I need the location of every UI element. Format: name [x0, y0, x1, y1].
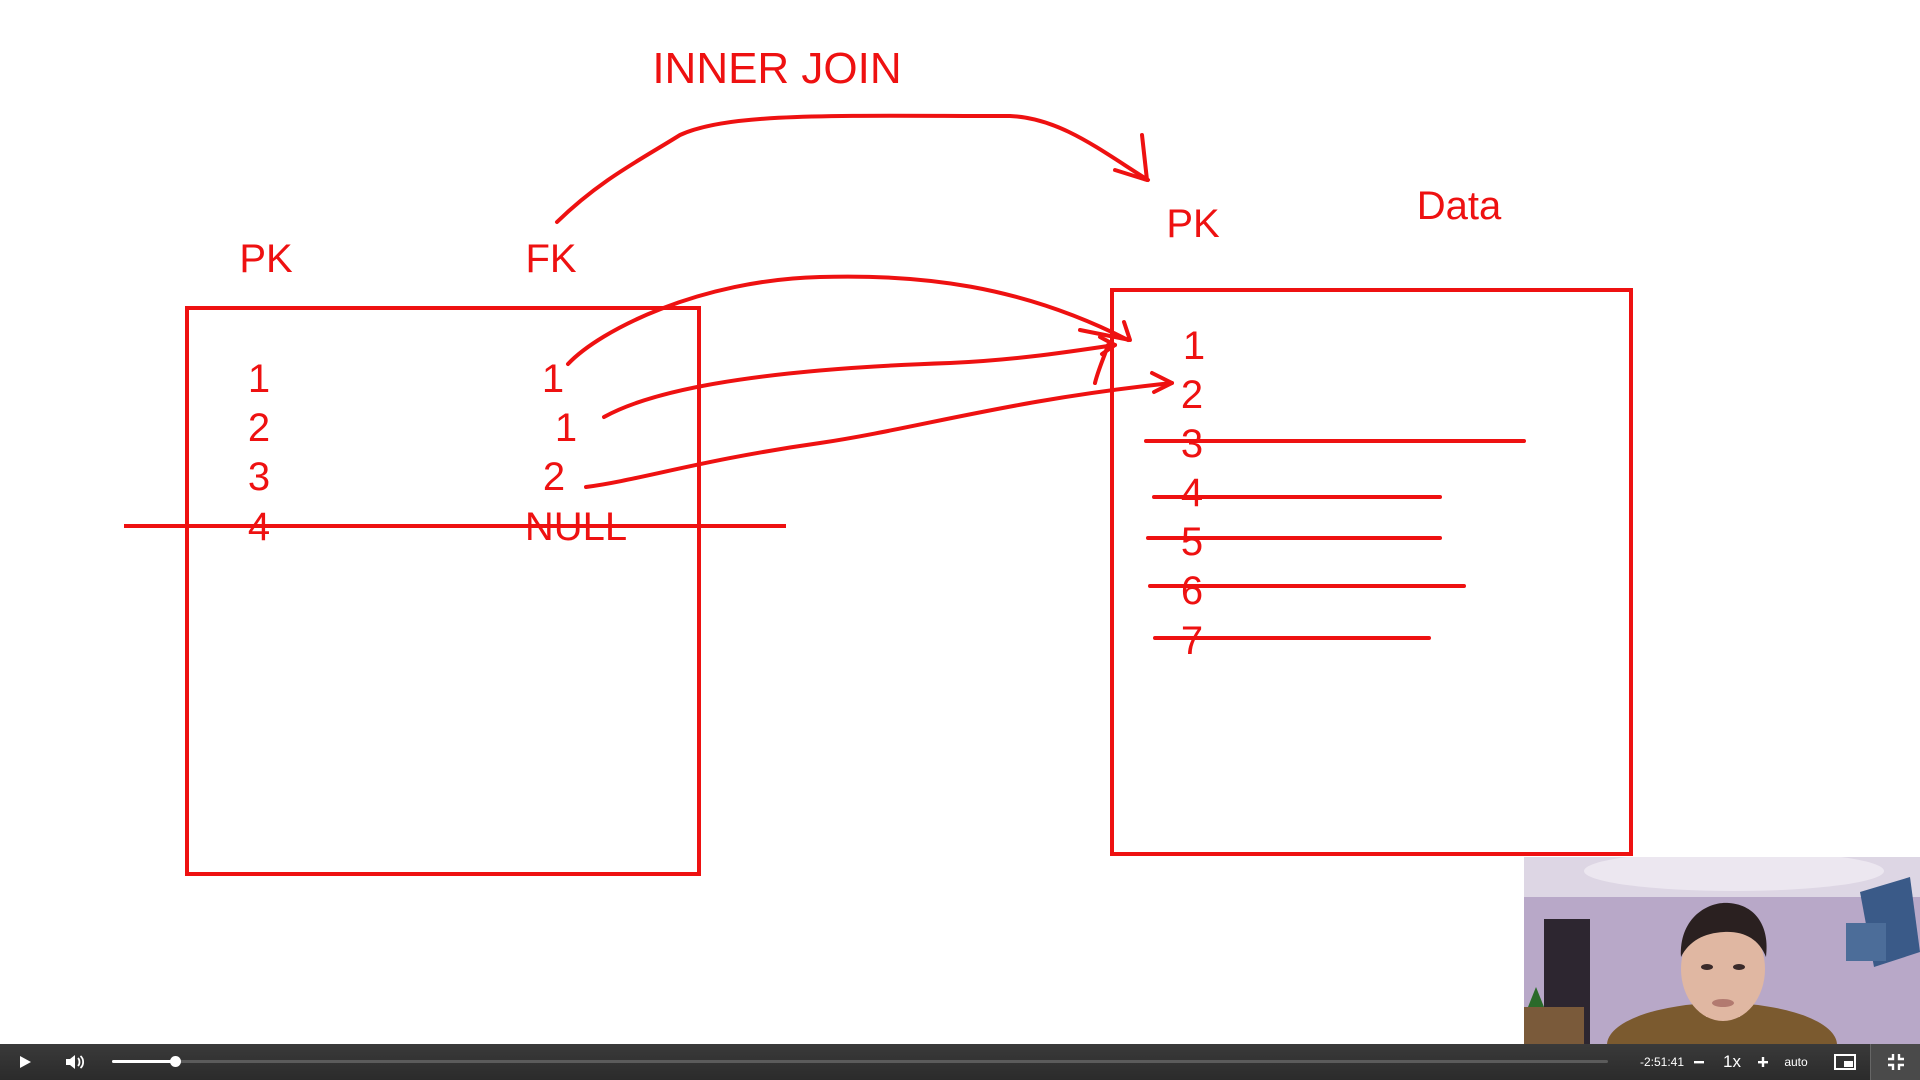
left-fk-value: 2: [543, 455, 565, 499]
left-pk-column: 1 2 3 4: [248, 357, 270, 549]
left-pk-value: 1: [248, 357, 270, 401]
left-fk-value: 1: [542, 357, 564, 401]
volume-button[interactable]: [58, 1044, 92, 1080]
play-icon: [20, 1056, 31, 1068]
right-pk-value: 2: [1181, 373, 1203, 417]
left-fk-value: 1: [555, 406, 577, 450]
right-pk-header: PK: [1166, 202, 1220, 246]
seek-bar-progress: [112, 1060, 175, 1063]
picture-in-picture-icon: [1834, 1054, 1856, 1070]
right-data-header: Data: [1417, 184, 1502, 228]
left-pk-value: 2: [248, 406, 270, 450]
right-row-strikethroughs: [1144, 439, 1526, 640]
left-fk-header: FK: [525, 237, 576, 281]
presenter-video: [1524, 857, 1920, 1045]
volume-icon: [66, 1055, 85, 1069]
time-remaining: -2:51:41: [1639, 1055, 1685, 1069]
right-table-box: [1110, 288, 1633, 856]
picture-in-picture-button[interactable]: [1828, 1044, 1862, 1080]
speed-decrease-button[interactable]: [1690, 1044, 1708, 1080]
speed-increase-button[interactable]: [1754, 1044, 1772, 1080]
right-pk-value: 3: [1181, 422, 1203, 466]
right-pk-value: 7: [1181, 619, 1203, 663]
right-pk-column: 1 2 3 4 5 6 7: [1181, 324, 1205, 663]
right-pk-value: 6: [1181, 569, 1203, 613]
join-arrow: [555, 113, 1150, 224]
left-table-box: [185, 306, 701, 876]
seek-bar-handle[interactable]: [169, 1056, 181, 1067]
minus-icon: [1694, 1061, 1704, 1064]
right-pk-value: 4: [1181, 471, 1203, 515]
right-pk-value: 5: [1181, 520, 1203, 564]
quality-selector[interactable]: auto: [1784, 1055, 1808, 1069]
player-controls-bar: -2:51:41 1x auto: [0, 1044, 1920, 1080]
play-button[interactable]: [10, 1044, 40, 1080]
left-pk-value: 3: [248, 455, 270, 499]
left-pk-header: PK: [239, 237, 293, 281]
plus-icon: [1758, 1057, 1768, 1067]
fk-to-pk-arrows: [566, 274, 1174, 489]
inner-join-title: INNER JOIN: [652, 44, 901, 93]
exit-fullscreen-button[interactable]: [1870, 1044, 1920, 1080]
seek-bar[interactable]: [112, 1056, 1608, 1067]
exit-fullscreen-icon: [1888, 1054, 1904, 1070]
left-fk-column: 1 1 2 NULL: [525, 357, 627, 549]
webcam-overlay: [1524, 857, 1920, 1045]
right-pk-value: 1: [1183, 324, 1205, 368]
playback-speed[interactable]: 1x: [1723, 1052, 1741, 1071]
